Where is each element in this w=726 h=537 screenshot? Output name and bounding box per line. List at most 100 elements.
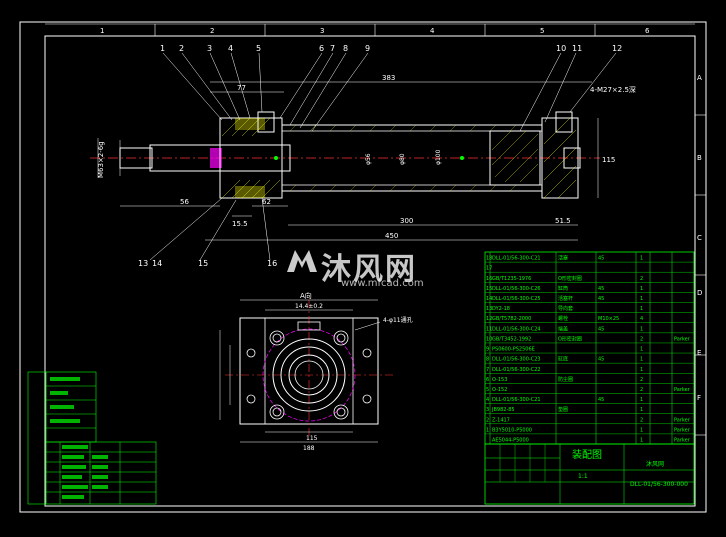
- part-number: 1: [160, 44, 165, 53]
- a-view-label: A向: [300, 291, 312, 300]
- part-number: 6: [319, 44, 324, 53]
- bom-cell-code: AE5044-P5000: [492, 438, 529, 444]
- dim-115: 115: [602, 156, 615, 164]
- bom-cell-no: 13: [486, 306, 492, 312]
- zone-row-label: A: [697, 74, 702, 82]
- part-number: 12: [612, 44, 622, 53]
- zone-row-label: E: [697, 349, 701, 357]
- bom-cell-qty: 2: [640, 387, 643, 393]
- left-revision-table: [27, 371, 157, 505]
- dim-a-width: 14.4±0.2: [295, 303, 323, 310]
- bom-cell-qty: 1: [640, 397, 643, 403]
- bom-cell-mat: 45: [598, 397, 604, 403]
- bom-cell-no: 17: [486, 266, 492, 272]
- bom-cell-code: GB/T5782-2000: [492, 316, 531, 322]
- dim-15-5: 15.5: [232, 220, 248, 228]
- bom-cell-qty: 1: [640, 427, 643, 433]
- part-number-labels-top: 1 2 3 4 5 6 7 8 9 10 11 12: [160, 44, 622, 53]
- bom-cell-no: 2: [486, 417, 489, 423]
- bom-cell-code: O-152: [492, 387, 507, 393]
- bom-cell-no: 18: [486, 256, 492, 262]
- zone-row-label: C: [697, 234, 702, 242]
- bom-cell-qty: 4: [640, 316, 643, 322]
- bom-cell-note: Parker: [674, 438, 691, 444]
- bom-cell-note: Parker: [674, 427, 691, 433]
- dim-a-115: 115: [306, 435, 318, 442]
- scale: 1:1: [578, 473, 588, 480]
- bom-cell-no: 9: [486, 347, 489, 353]
- bom-cell-qty: 1: [640, 438, 643, 444]
- bom-cell-qty: 2: [640, 336, 643, 342]
- bom-cell-mat: M10×25: [598, 316, 619, 322]
- part-number: 7: [330, 44, 335, 53]
- zone-col-label: 4: [430, 27, 435, 35]
- mfcad-logo-icon: [287, 250, 317, 272]
- piston: [489, 130, 541, 186]
- bom-cell-no: 8: [486, 357, 489, 363]
- bom-cell-code: DLL-01/56-300-C24: [492, 326, 541, 332]
- zone-col-label: 2: [210, 27, 214, 35]
- end-view-a: A向 14.4±0.2: [219, 291, 413, 452]
- bom-cell-code: DY2-18: [492, 306, 510, 312]
- dim-a-188: 188: [303, 445, 315, 452]
- dim-chamfer: 4-M27×2.5深: [590, 85, 636, 94]
- part-number: 14: [152, 259, 162, 268]
- cylinder-section-view: 1 2 3 4 5 6 7 8 9 10 11 12 13 14 15 16: [90, 44, 636, 268]
- part-number-labels-bottom: 13 14 15 16: [138, 259, 277, 268]
- dim-77: 77: [237, 84, 246, 92]
- bom-cell-no: 15: [486, 286, 492, 292]
- bom-cell-qty: 2: [640, 377, 643, 383]
- bom-cell-code: GB/T1235-1976: [492, 276, 531, 282]
- bom-cell-name: 端盖: [558, 325, 568, 332]
- zone-row-label: B: [697, 154, 702, 162]
- bom-cell-name: 活塞杆: [558, 295, 573, 302]
- end-cap: [541, 117, 579, 199]
- bom-cell-no: 7: [486, 367, 489, 373]
- svg-text:φ80: φ80: [399, 153, 406, 165]
- bom-cell-no: 4: [486, 397, 489, 403]
- bom-cell-qty: 1: [640, 367, 643, 373]
- bom-cell-qty: 1: [640, 407, 643, 413]
- bom-cell-code: DLL-01/56-300-C21: [492, 397, 541, 403]
- bom-cell-qty: 1: [640, 286, 643, 292]
- inner-frame: [44, 35, 696, 507]
- bom-cell-name: O形密封圈: [558, 275, 582, 282]
- bom-cell-name: 缸底: [558, 356, 568, 363]
- bom-cell-code: DLL-01/56-300-C22: [492, 367, 541, 373]
- svg-text:φ100: φ100: [435, 149, 442, 165]
- bom-cell-code: Z-1417: [492, 417, 510, 423]
- zone-col-label: 6: [645, 27, 650, 35]
- zone-markers-top: 1 2 3 4 5 6: [100, 24, 650, 36]
- bom-cell-code: B3Y5010-P5000: [492, 427, 532, 433]
- watermark-title: 沐风网: [321, 252, 417, 287]
- drawing-number: DLL-01/56-300-000: [630, 481, 688, 488]
- zone-col-label: 1: [100, 27, 104, 35]
- drawing-name: 装配图: [572, 448, 602, 461]
- bom-cell-no: 14: [486, 296, 492, 302]
- bom-cell-qty: 1: [640, 296, 643, 302]
- bom-cell-code: PS0600-PS2506E: [492, 347, 535, 353]
- part-number: 11: [572, 44, 582, 53]
- bom-cell-note: Parker: [674, 387, 691, 393]
- watermark-url: www.mfcad.com: [341, 278, 424, 289]
- bom-cell-mat: 45: [598, 256, 604, 262]
- bom-cell-code: DLL-01/56-300-C25: [492, 296, 541, 302]
- bom-cell-no: 11: [486, 326, 492, 332]
- company-name: 沐风网: [646, 460, 664, 468]
- bom-cell-code: DLL-01/56-300-C21: [492, 256, 541, 262]
- bom-cell-code: JB982-85: [491, 407, 515, 413]
- part-number: 5: [256, 44, 261, 53]
- bom-cell-qty: 1: [640, 326, 643, 332]
- dim-62: 62: [262, 198, 271, 206]
- dim-51-5: 51.5: [555, 217, 571, 225]
- bom-cell-name: 垫圈: [558, 406, 568, 413]
- bom-cell-code: O-153: [492, 377, 507, 383]
- bom-cell-name: 导向套: [558, 305, 573, 312]
- bom-cell-name: 缸筒: [558, 285, 568, 292]
- bom-cell-mat: 45: [598, 296, 604, 302]
- dim-thread: M63×2-6g: [97, 141, 105, 178]
- bom-cell-no: 10: [486, 336, 492, 342]
- watermark: 沐风网 www.mfcad.com: [285, 240, 455, 290]
- bom-cell-qty: 1: [640, 306, 643, 312]
